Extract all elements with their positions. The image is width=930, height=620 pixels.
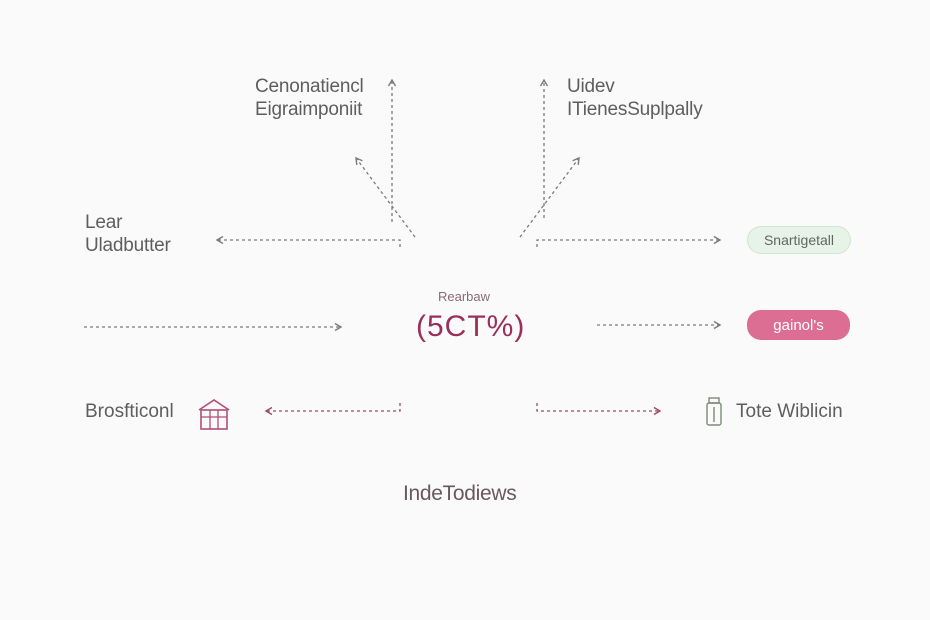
arrow-left-upper [215, 235, 401, 247]
label-top-left-line1: Cenonatiencl [255, 76, 364, 97]
label-left-line2: Uladbutter [85, 235, 171, 256]
label-top-right-line1: Uidev [567, 76, 615, 97]
center-value: (5CT%) [416, 310, 526, 343]
jar-icon [706, 397, 722, 426]
arrow-top-right-diagonal [519, 156, 580, 238]
arrow-bottom-left [264, 403, 401, 416]
label-top-left-line2: Eigraimponiit [255, 99, 363, 120]
label-top-right-line2: ITienesSuplpally [567, 99, 703, 120]
label-bottom-left: Brosfticonl [85, 401, 174, 422]
arrow-top-left-diagonal [355, 156, 416, 238]
arrow-bottom-right [536, 403, 662, 416]
arrow-right-upper [536, 235, 722, 247]
building-icon [198, 399, 230, 430]
pill-pink: gainol's [747, 310, 850, 340]
footer-title: IndeTodiews [403, 482, 517, 505]
center-caption: Rearbaw [438, 289, 491, 304]
label-left-line1: Lear [85, 212, 123, 233]
label-bottom-right: Tote Wiblicin [736, 401, 843, 422]
pill-green: Snartigetall [747, 226, 851, 254]
